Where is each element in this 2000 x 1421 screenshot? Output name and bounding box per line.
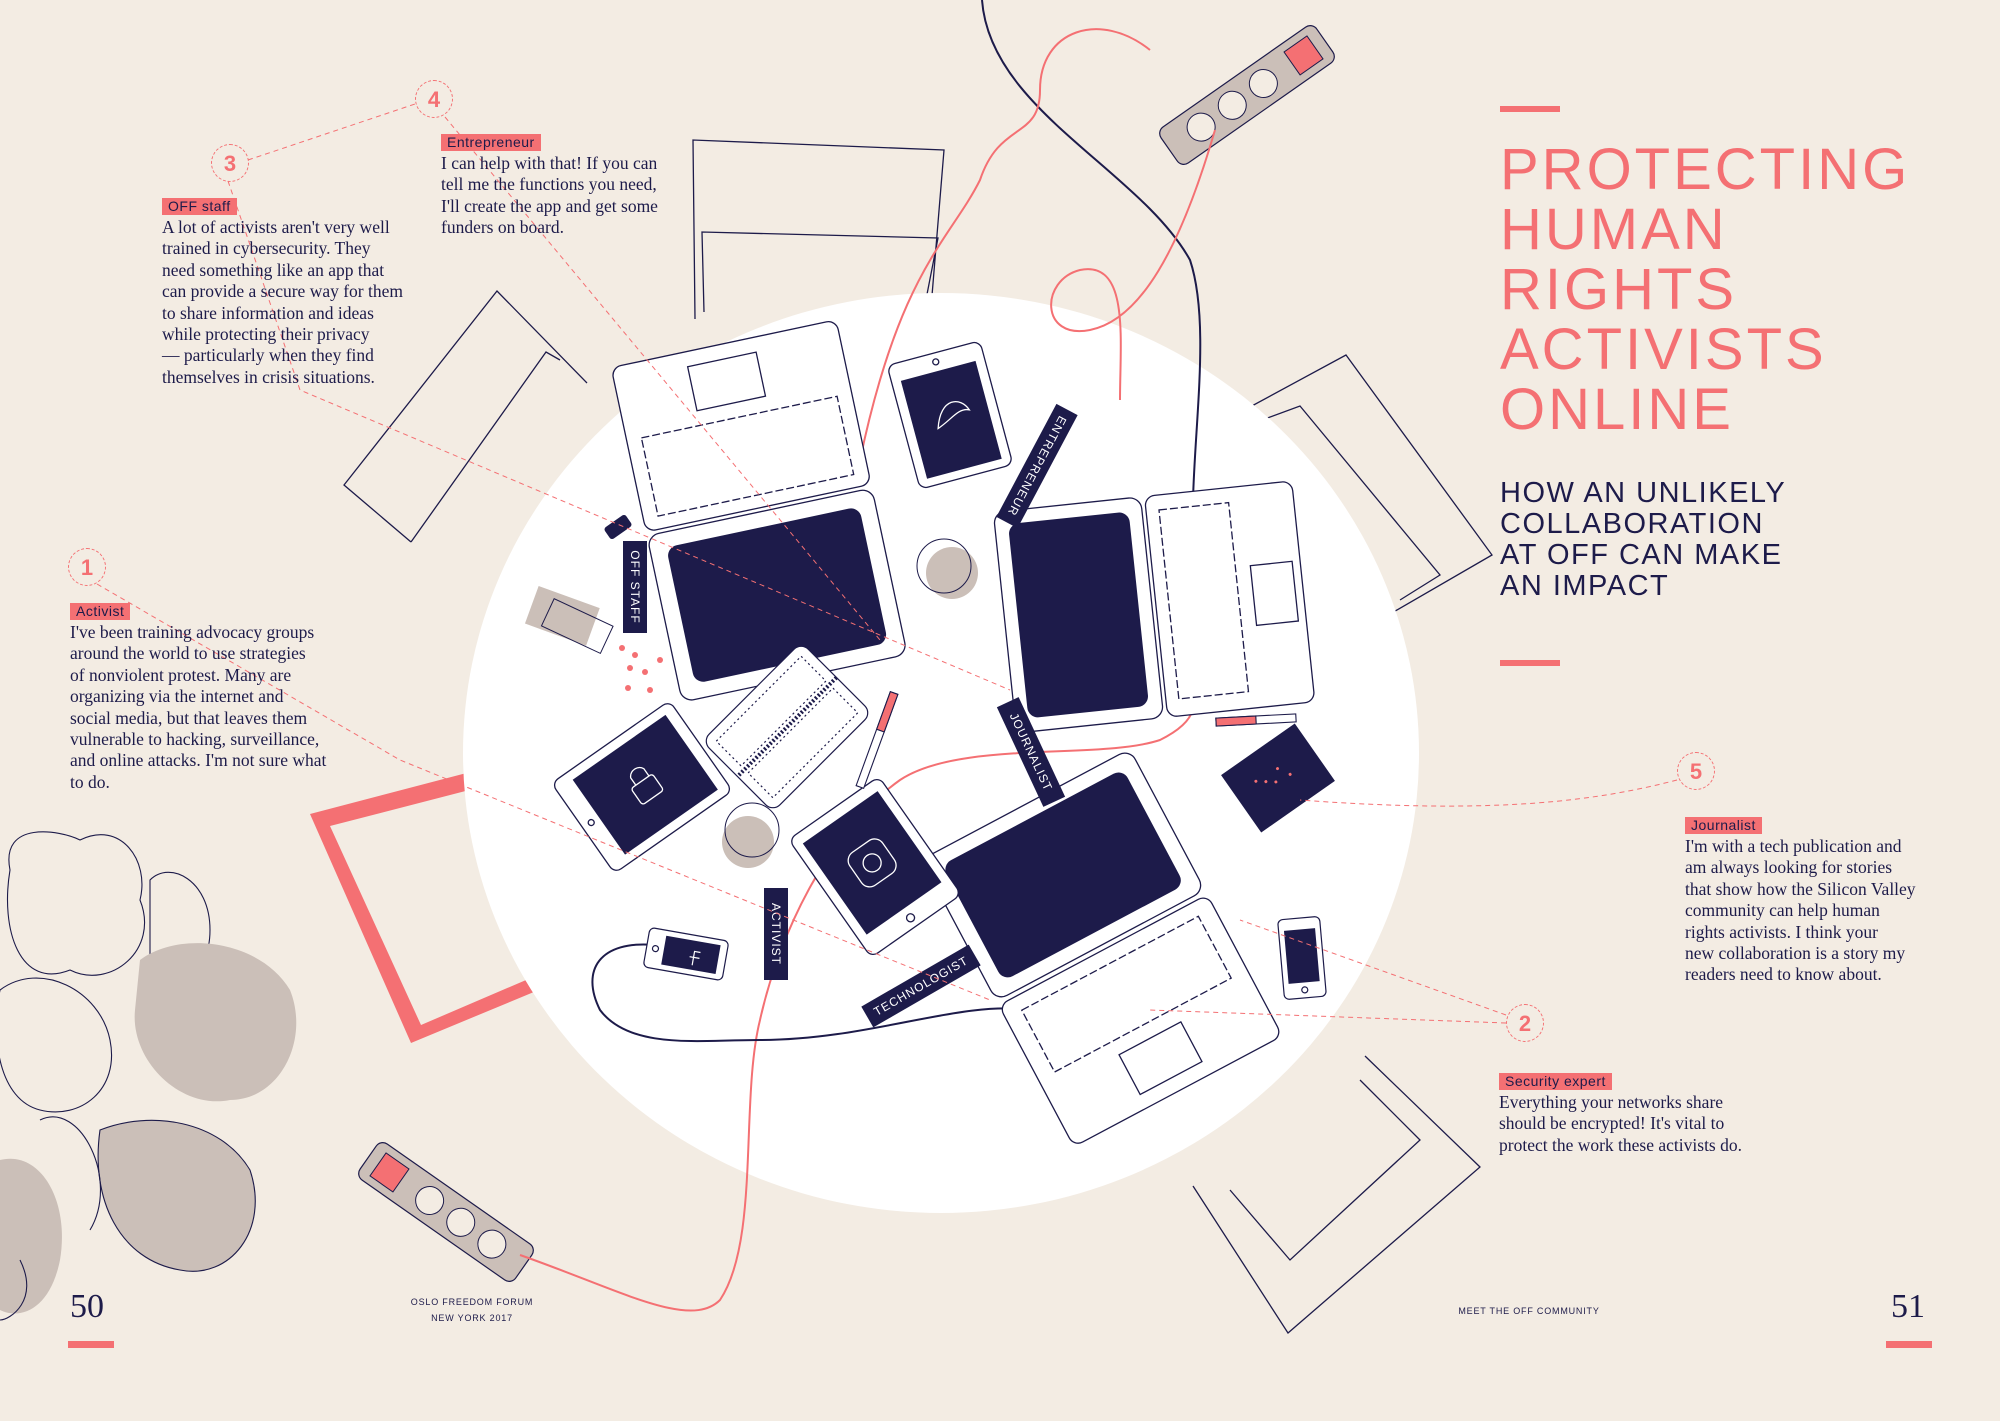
callout-security-expert: Security expert Everything your networks… bbox=[1499, 1073, 1742, 1156]
device-label-activist: ACTIVIST bbox=[769, 903, 783, 965]
text-line: need something like an app that bbox=[162, 259, 385, 280]
phone-facebook bbox=[643, 927, 729, 981]
role-tag: Activist bbox=[70, 603, 131, 620]
subtitle-line: HOW AN UNLIKELY bbox=[1500, 477, 1787, 509]
marker-5: 5 bbox=[1677, 752, 1715, 790]
subtitle-line: COLLABORATION bbox=[1500, 508, 1764, 540]
text-line: readers need to know about. bbox=[1685, 964, 1882, 985]
callout-text: I can help with that! If you can tell me… bbox=[441, 153, 658, 239]
title-line: ONLINE bbox=[1500, 377, 1734, 442]
page-number-left-rule bbox=[68, 1341, 114, 1348]
footer-event: OSLO FREEDOM FORUM NEW YORK 2017 bbox=[372, 1297, 572, 1323]
marker-4: 4 bbox=[415, 80, 453, 118]
callout-entrepreneur: Entrepreneur I can help with that! If yo… bbox=[441, 134, 658, 239]
footer-event-name: OSLO FREEDOM FORUM bbox=[410, 1297, 534, 1307]
chair-top bbox=[692, 139, 945, 333]
chair-left bbox=[343, 290, 588, 543]
callout-off-staff: OFF staff A lot of activists aren't very… bbox=[162, 198, 403, 388]
subtitle-line: AT OFF CAN MAKE bbox=[1500, 539, 1783, 571]
text-line: can provide a secure way for them bbox=[162, 281, 404, 302]
paper-scraps bbox=[524, 514, 663, 693]
text-line: I'm with a tech publication and bbox=[1685, 836, 1902, 856]
power-strip-bottom bbox=[358, 1142, 534, 1282]
role-tag: Security expert bbox=[1499, 1073, 1612, 1090]
callout-text: A lot of activists aren't very well trai… bbox=[162, 217, 403, 388]
title-line: HUMAN bbox=[1500, 197, 1728, 262]
laptop-right bbox=[993, 481, 1315, 733]
power-strip-top bbox=[1159, 25, 1335, 165]
title-line: RIGHTS bbox=[1500, 257, 1738, 322]
marker-1: 1 bbox=[68, 548, 106, 586]
business-card bbox=[1221, 723, 1335, 833]
text-line: A lot of activists aren't very well bbox=[162, 217, 390, 237]
text-line: while protecting their privacy bbox=[162, 323, 370, 344]
text-line: tell me the functions you need, bbox=[441, 174, 657, 195]
subtitle-bottom-rule bbox=[1500, 660, 1560, 666]
plant bbox=[0, 831, 297, 1321]
text-line: to do. bbox=[70, 771, 110, 792]
text-line: vulnerable to hacking, surveillance, bbox=[70, 728, 320, 749]
page-number-right: 51 bbox=[1891, 1288, 1925, 1325]
laptop-bottom bbox=[924, 752, 1280, 1144]
title-line: PROTECTING bbox=[1500, 137, 1911, 202]
callout-text: I've been training advocacy groups aroun… bbox=[70, 622, 326, 793]
callout-journalist: Journalist I'm with a tech publication a… bbox=[1685, 817, 1916, 986]
tablet-instagram bbox=[791, 778, 959, 956]
tablet-lock bbox=[553, 703, 731, 871]
text-line: I've been training advocacy groups bbox=[70, 622, 315, 642]
red-chair bbox=[310, 770, 570, 1043]
role-tag: Entrepreneur bbox=[441, 134, 541, 151]
phone-right bbox=[1277, 916, 1327, 1000]
text-line: community can help human bbox=[1685, 900, 1880, 921]
laptop-top-left bbox=[612, 321, 906, 701]
page-number-left: 50 bbox=[70, 1288, 104, 1325]
pens bbox=[855, 690, 1297, 790]
callout-text: Everything your networks share should be… bbox=[1499, 1092, 1742, 1156]
marker-2: 2 bbox=[1506, 1004, 1544, 1042]
text-line: themselves in crisis situations. bbox=[162, 366, 375, 387]
footer-event-location: NEW YORK 2017 bbox=[431, 1313, 513, 1323]
text-line: to share information and ideas bbox=[162, 302, 374, 323]
title-line: ACTIVISTS bbox=[1500, 317, 1827, 382]
text-line: I can help with that! If you can bbox=[441, 153, 658, 173]
text-line: that show how the Silicon Valley bbox=[1685, 878, 1916, 899]
page-title: PROTECTING HUMAN RIGHTS ACTIVISTS ONLINE bbox=[1500, 140, 1910, 440]
subtitle: HOW AN UNLIKELY COLLABORATION AT OFF CAN… bbox=[1500, 478, 1786, 602]
leader-lines bbox=[96, 103, 1678, 1024]
text-line: new collaboration is a story my bbox=[1685, 942, 1906, 963]
tablet-bird bbox=[888, 341, 1012, 489]
text-line: am always looking for stories bbox=[1685, 857, 1893, 878]
subtitle-line: AN IMPACT bbox=[1500, 570, 1670, 602]
title-top-rule bbox=[1500, 106, 1560, 112]
cups bbox=[722, 538, 978, 868]
text-line: protect the work these activists do. bbox=[1499, 1134, 1742, 1155]
chair-bottom-right bbox=[1192, 1055, 1481, 1334]
text-line: and online attacks. I'm not sure what bbox=[70, 750, 327, 771]
text-line: should be encrypted! It's vital to bbox=[1499, 1113, 1725, 1134]
chairs bbox=[343, 139, 1493, 1334]
text-line: of nonviolent protest. Many are bbox=[70, 664, 292, 685]
text-line: rights activists. I think your bbox=[1685, 921, 1878, 942]
role-tag: Journalist bbox=[1685, 817, 1762, 834]
callout-activist: Activist I've been training advocacy gro… bbox=[70, 603, 326, 793]
text-line: social media, but that leaves them bbox=[70, 707, 308, 728]
text-line: organizing via the internet and bbox=[70, 686, 284, 707]
page-number-right-rule bbox=[1886, 1341, 1932, 1348]
footer-section: MEET THE OFF COMMUNITY bbox=[1458, 1306, 1600, 1316]
text-line: funders on board. bbox=[441, 217, 564, 238]
chair-right bbox=[1223, 354, 1493, 626]
marker-3: 3 bbox=[211, 144, 249, 182]
text-line: around the world to use strategies bbox=[70, 643, 306, 664]
text-line: trained in cybersecurity. They bbox=[162, 238, 371, 259]
device-label-off-staff: OFF STAFF bbox=[628, 550, 642, 623]
callout-text: I'm with a tech publication and am alway… bbox=[1685, 836, 1916, 986]
text-line: — particularly when they find bbox=[162, 345, 374, 366]
role-tag: OFF staff bbox=[162, 198, 237, 215]
notebook bbox=[705, 645, 869, 809]
text-line: I'll create the app and get some bbox=[441, 195, 658, 216]
text-line: Everything your networks share bbox=[1499, 1092, 1724, 1112]
